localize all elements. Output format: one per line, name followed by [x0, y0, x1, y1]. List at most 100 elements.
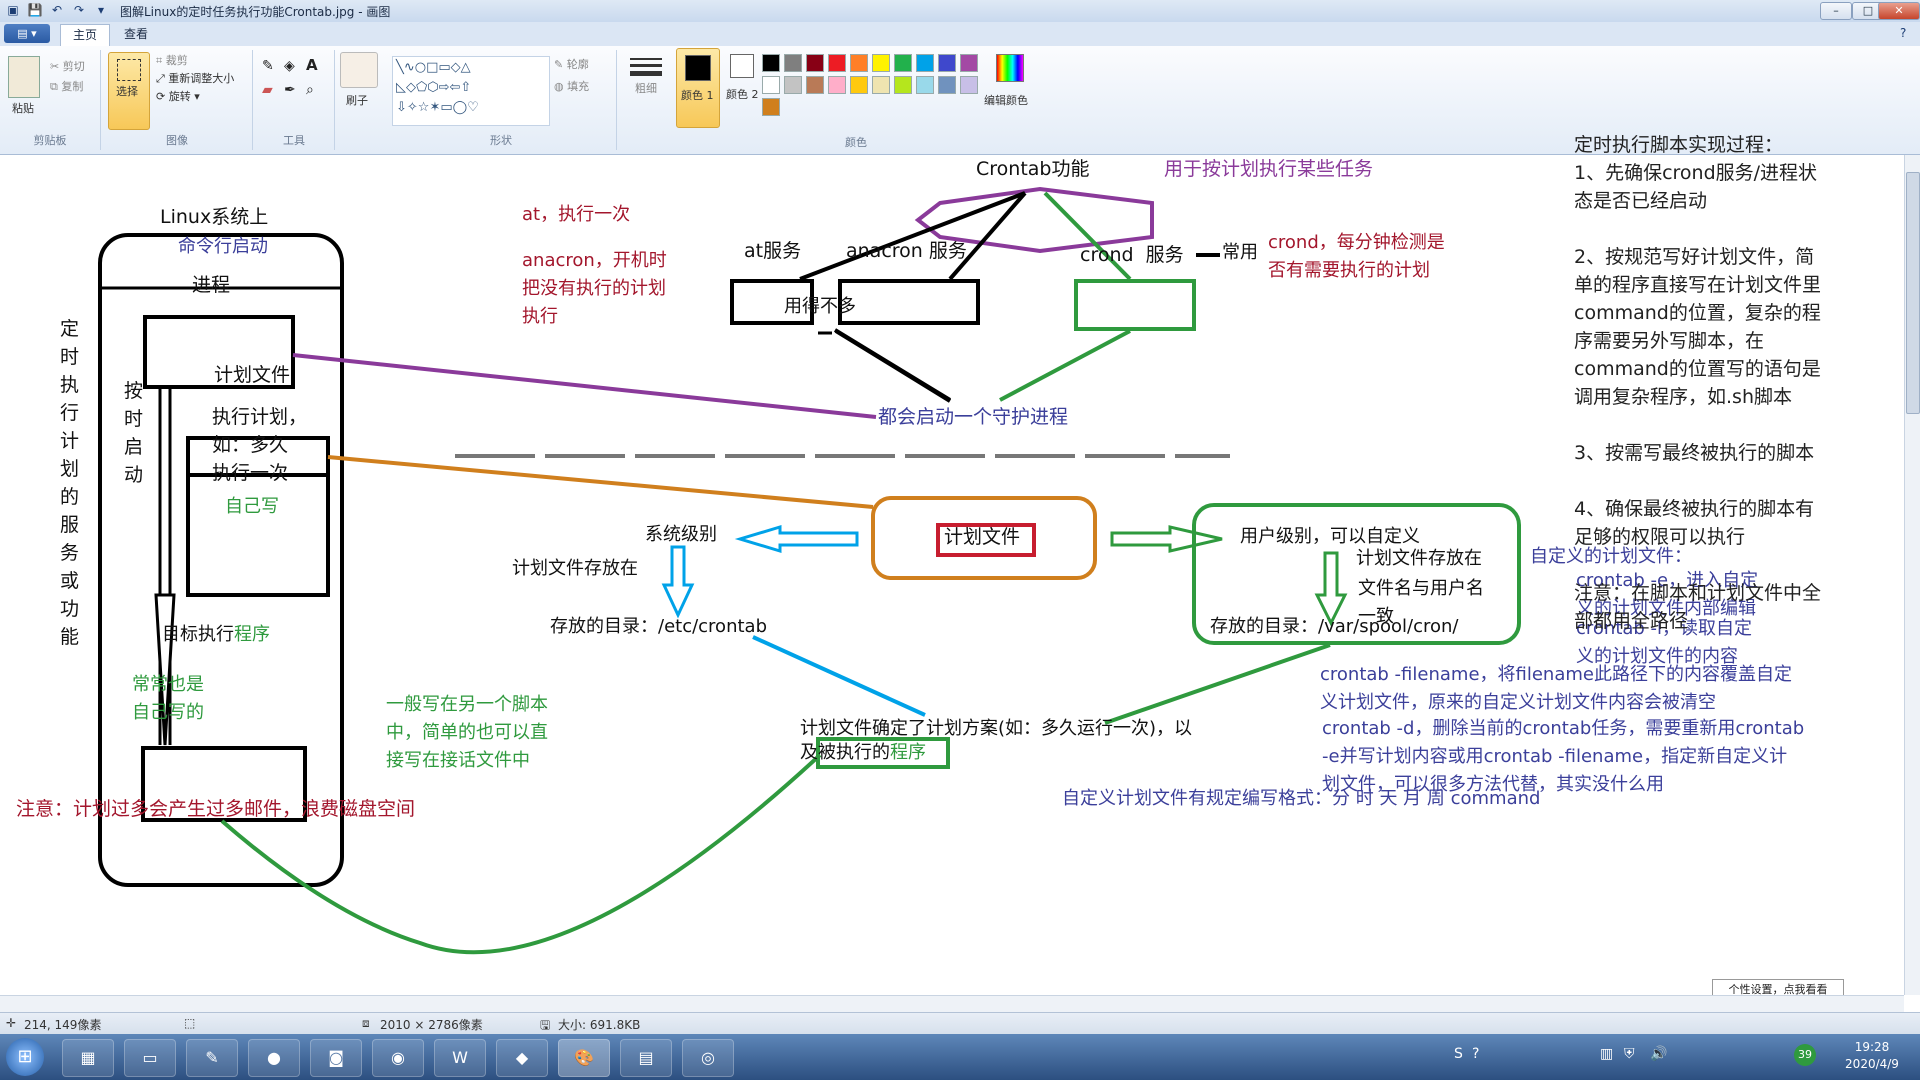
- select-button[interactable]: 选择: [108, 52, 150, 130]
- eraser-icon[interactable]: ▰: [262, 82, 273, 98]
- network-icon[interactable]: ▥: [1600, 1046, 1614, 1062]
- color-picker-icon[interactable]: ✒: [284, 82, 296, 98]
- crond-service-label: crond 服务: [1080, 244, 1184, 266]
- save-icon[interactable]: 💾: [27, 3, 43, 17]
- paste-button[interactable]: 粘贴: [12, 102, 34, 115]
- palette-swatch[interactable]: [806, 76, 824, 94]
- taskbar-paint-icon[interactable]: 🎨: [558, 1039, 610, 1077]
- help-icon[interactable]: ?: [1900, 26, 1907, 40]
- taskbar-ball-icon[interactable]: ●: [248, 1039, 300, 1077]
- color-palette[interactable]: [762, 54, 982, 124]
- start-button[interactable]: ⊞: [6, 1038, 44, 1076]
- shapes-group-label: 形状: [490, 134, 512, 147]
- taskbar: ⊞ ▦ ▭ ✎ ● ◙ ◉ W ◆ 🎨 ▤ ◎ S ? ▥ ⛨ 🔊 39 19:…: [0, 1034, 1920, 1080]
- help-tray-icon[interactable]: ?: [1472, 1046, 1480, 1062]
- taskbar-snail-icon[interactable]: ◎: [682, 1039, 734, 1077]
- palette-swatch[interactable]: [938, 76, 956, 94]
- brushes-icon[interactable]: [340, 52, 378, 88]
- palette-swatch[interactable]: [960, 76, 978, 94]
- size-button[interactable]: 粗细: [626, 54, 666, 124]
- color1-button[interactable]: 颜色 1: [676, 48, 720, 128]
- select-icon: [117, 59, 141, 81]
- color2-button[interactable]: 颜色 2: [724, 48, 760, 126]
- crond-desc-label: crond，每分钟检测是 否有需要执行的计划: [1268, 232, 1445, 281]
- redo-icon[interactable]: ↷: [73, 3, 85, 17]
- plan-file-center-label: 计划文件: [944, 526, 1021, 548]
- volume-icon[interactable]: 🔊: [1650, 1046, 1668, 1062]
- palette-swatch[interactable]: [872, 54, 890, 72]
- outline-button[interactable]: ✎ 轮廓: [554, 58, 589, 71]
- resize-label: 重新调整大小: [168, 72, 235, 85]
- edit-colors-icon[interactable]: [996, 54, 1024, 82]
- palette-swatch[interactable]: [960, 54, 978, 72]
- taskbar-word-icon[interactable]: W: [434, 1039, 486, 1077]
- plan-final-line1: 计划文件确定了计划方案(如：多久运行一次)，以: [800, 718, 1193, 739]
- fill-button[interactable]: ◍ 填充: [554, 80, 590, 93]
- taskbar-calculator-icon[interactable]: ▦: [62, 1039, 114, 1077]
- text-tool-icon[interactable]: A: [306, 56, 318, 74]
- palette-swatch[interactable]: [784, 54, 802, 72]
- user-level-box: [1192, 503, 1521, 645]
- close-button[interactable]: ✕: [1878, 2, 1920, 20]
- crop-button[interactable]: ⌗ 裁剪: [156, 54, 188, 67]
- undo-icon[interactable]: ↶: [51, 3, 63, 17]
- rotate-button[interactable]: ⟳ 旋转 ▾: [156, 90, 200, 103]
- anacron-service-box: [838, 279, 980, 325]
- taskbar-qq-icon[interactable]: ◙: [310, 1039, 362, 1077]
- palette-swatch[interactable]: [938, 54, 956, 72]
- palette-swatch[interactable]: [916, 76, 934, 94]
- palette-swatch[interactable]: [916, 54, 934, 72]
- palette-swatch[interactable]: [872, 76, 890, 94]
- palette-swatch[interactable]: [828, 54, 846, 72]
- palette-swatch[interactable]: [894, 54, 912, 72]
- sogou-ime-icon[interactable]: S: [1454, 1046, 1463, 1062]
- brushes-button[interactable]: 刷子: [346, 94, 368, 107]
- copy-button[interactable]: ⧉ 复制: [50, 80, 84, 93]
- clock[interactable]: 19:28 2020/4/9: [1832, 1039, 1912, 1073]
- taskbar-notes-icon[interactable]: ✎: [186, 1039, 238, 1077]
- palette-swatch[interactable]: [894, 76, 912, 94]
- clipboard-group-label: 剪贴板: [33, 134, 67, 147]
- taskbar-chrome-icon[interactable]: ◉: [372, 1039, 424, 1077]
- system-store-arrow: [661, 545, 695, 619]
- magnifier-icon[interactable]: ⌕: [306, 82, 314, 98]
- rotate-label: 旋转: [168, 90, 191, 103]
- shield-icon[interactable]: ⛨: [1624, 1046, 1635, 1062]
- filesize-icon: 🖫: [540, 1018, 551, 1032]
- diagram-lines: [98, 186, 1521, 955]
- paste-icon[interactable]: [8, 56, 40, 98]
- resize-button[interactable]: ⤢ 重新调整大小: [156, 72, 235, 85]
- vertical-scroll-thumb[interactable]: [1906, 172, 1920, 414]
- fill-bucket-icon[interactable]: ◈: [284, 58, 295, 74]
- palette-swatch[interactable]: [762, 54, 780, 72]
- palette-swatch[interactable]: [850, 76, 868, 94]
- plan-final-program: 程序: [890, 742, 926, 763]
- tab-view[interactable]: 查看: [124, 27, 149, 41]
- horizontal-scrollbar[interactable]: [0, 995, 1904, 1012]
- minimize-button[interactable]: –: [1820, 2, 1852, 20]
- rarely-used-label: 用得不多: [784, 296, 856, 317]
- drawing-canvas[interactable]: Linux系统上 命令行启动 进程 定时执行计划的服务或功能 按时启动 计划文件…: [0, 134, 1904, 1001]
- taskbar-cmd-icon[interactable]: ▭: [124, 1039, 176, 1077]
- shapes-gallery[interactable]: ╲∿○□▭◇△ ◺◇⬠⬡⇨⇦⇧ ⇩✧☆✶▭◯♡: [392, 56, 550, 126]
- tab-home[interactable]: 主页: [60, 24, 111, 46]
- palette-swatch[interactable]: [806, 54, 824, 72]
- palette-swatch[interactable]: [762, 98, 780, 116]
- target-program-suffix: 程序: [234, 624, 270, 645]
- selection-icon: ⬚: [184, 1016, 196, 1030]
- quick-access-dropdown-icon[interactable]: ▾: [97, 3, 105, 17]
- cut-button[interactable]: ✂ 剪切: [50, 60, 85, 73]
- pencil-icon[interactable]: ✎: [262, 58, 274, 74]
- palette-swatch[interactable]: [828, 76, 846, 94]
- palette-swatch[interactable]: [762, 76, 780, 94]
- taskbar-folder-icon[interactable]: ▤: [620, 1039, 672, 1077]
- linux-system-box: [98, 233, 344, 887]
- paint-app-icon[interactable]: ▣: [7, 3, 19, 17]
- palette-swatch[interactable]: [784, 76, 802, 94]
- anacron-service-label: anacron 服务: [846, 240, 967, 262]
- taskbar-green-app-icon[interactable]: ◆: [496, 1039, 548, 1077]
- edit-colors-button[interactable]: 编辑颜色: [984, 94, 1028, 107]
- badge-counter[interactable]: 39: [1794, 1044, 1816, 1066]
- paint-menu-button[interactable]: ▤ ▾: [4, 24, 50, 43]
- palette-swatch[interactable]: [850, 54, 868, 72]
